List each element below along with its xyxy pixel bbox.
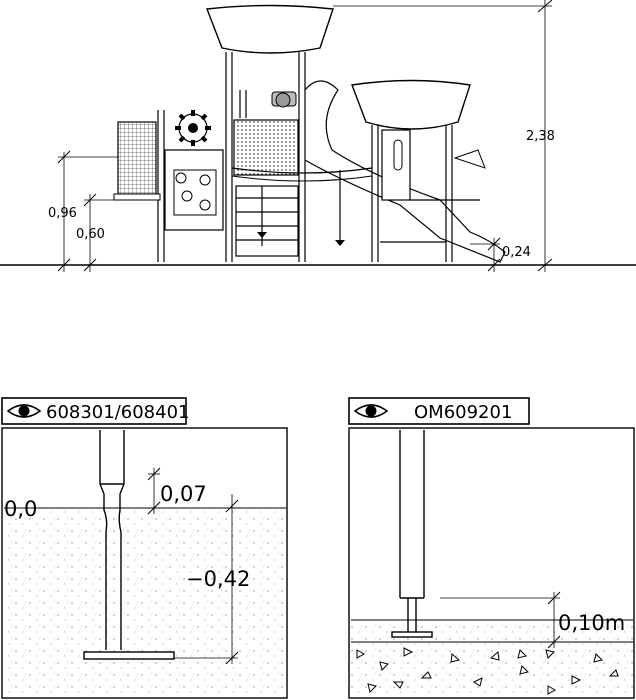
elevation-dimensions: 2,38 0,96 0,60 0,24 — [48, 0, 555, 272]
detail-left-tag-text: 608301/608401 — [46, 402, 190, 423]
tower-posts — [157, 52, 453, 262]
post — [99, 430, 125, 650]
dim-clearance: 0,10m — [558, 611, 625, 635]
walkway — [231, 167, 373, 174]
soil-area — [4, 508, 286, 696]
detail-left: 608301/608401 0,07 −0,42 0,0 — [1, 397, 288, 699]
detail-right-frame — [348, 427, 635, 699]
playground-elevation — [0, 4, 636, 266]
dim-total-height: 2,38 — [526, 129, 555, 144]
puzzle-elements — [173, 169, 217, 216]
horn — [453, 149, 486, 169]
eye-icon — [6, 404, 42, 418]
activity-panel — [164, 149, 224, 231]
climbing-net — [117, 121, 157, 195]
side-panel — [381, 129, 411, 201]
telescope — [271, 91, 297, 108]
gear-wheel — [175, 110, 211, 146]
roof-basin-top — [206, 4, 334, 54]
label-ground-level: 0,0 — [4, 497, 37, 521]
roof-basin-right — [351, 79, 471, 130]
detail-right-tag-text: OM609201 — [414, 402, 512, 423]
detail-right: OM609201 0,10m — [348, 397, 635, 699]
foot-plate — [83, 651, 175, 660]
dim-platform-low: 0,60 — [76, 227, 105, 242]
dim-depth: −0,42 — [186, 567, 250, 591]
slide — [304, 80, 506, 263]
detail-left-frame — [1, 427, 288, 699]
aggregate-marks — [356, 647, 619, 695]
concrete-layer — [351, 642, 633, 696]
foot-plate — [391, 631, 433, 638]
ladder — [235, 185, 299, 257]
dim-platform-high: 0,96 — [48, 206, 77, 221]
eye-icon — [353, 404, 389, 418]
post — [399, 430, 425, 632]
perforated-panel — [233, 119, 299, 176]
dim-slide-exit: 0,24 — [502, 245, 531, 260]
dim-offset-top: 0,07 — [160, 482, 207, 506]
